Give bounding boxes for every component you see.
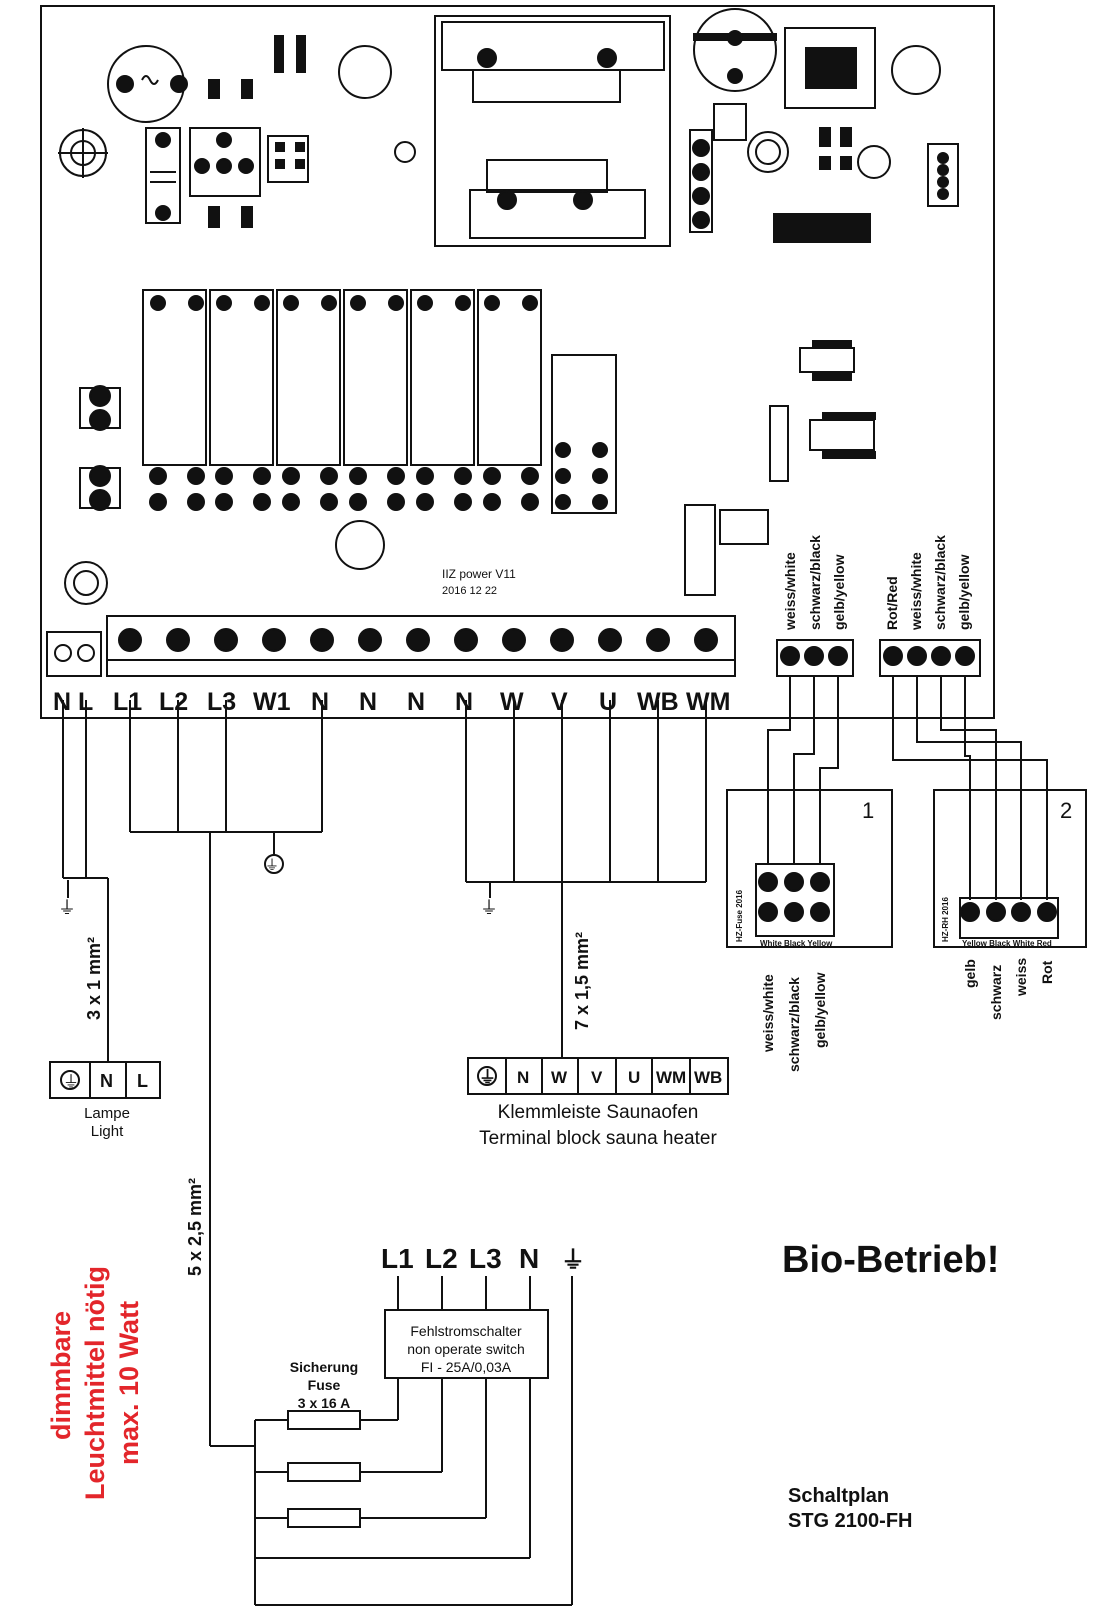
fuse-label: Sicherung — [290, 1359, 358, 1375]
supply-wiring — [129, 700, 573, 1606]
terminal-label: L3 — [207, 688, 236, 716]
upper-components — [58, 8, 959, 247]
connector1-wire-label: schwarz/black — [807, 535, 823, 630]
board-date: 2016 12 22 — [442, 585, 497, 597]
heater-terminal: W — [551, 1068, 568, 1087]
main-terminal-block — [46, 615, 736, 677]
plan-title: Schaltplan — [788, 1485, 889, 1507]
warning-line: dimmbare — [46, 1311, 76, 1440]
lamp-label-en: Light — [91, 1123, 124, 1140]
sensor1-wire-label: schwarz/black — [786, 977, 802, 1072]
lamp-cable-label: 3 x 1 mm² — [84, 937, 104, 1020]
heater-cable-label: 7 x 1,5 mm² — [572, 932, 592, 1030]
pcb-outline — [40, 5, 995, 719]
fuse-label: Fuse — [308, 1377, 341, 1393]
lamp-terminal-ground: ⏚ — [63, 1073, 79, 1091]
terminal-label: L — [78, 688, 93, 716]
rcd-label: non operate switch — [407, 1341, 525, 1357]
terminal-label: WM — [686, 688, 730, 716]
sensor2-board-label: HZ-RH 2016 — [941, 897, 950, 942]
warning-line: Leuchtmittel nötig — [80, 1266, 110, 1500]
supply-terminal: ⏚ — [561, 1247, 585, 1274]
sensor1-board-label: HZ-Fuse 2016 — [735, 889, 744, 942]
lamp-terminal-l: L — [137, 1071, 148, 1091]
relay-bank — [64, 289, 875, 605]
ground-symbol-heater: ⏚ — [480, 898, 498, 918]
supply-terminal: L3 — [469, 1243, 502, 1274]
sensor2-wire-label: gelb — [962, 959, 978, 988]
heater-label-de: Klemmleiste Saunaofen — [498, 1102, 699, 1123]
lamp-wiring — [49, 700, 161, 1099]
terminal-label: N — [311, 688, 329, 716]
sensor2-number: 2 — [1060, 798, 1072, 823]
sensor2-pin-legend: Yellow Black White Red — [962, 939, 1052, 948]
heater-wiring — [465, 700, 729, 1095]
connector2-wire-label: gelb/yellow — [956, 554, 972, 630]
heater-label-en: Terminal block sauna heater — [479, 1128, 717, 1149]
connector1-wire-label: gelb/yellow — [831, 554, 847, 630]
ground-symbol-lamp: ⏚ — [58, 898, 76, 918]
supply-terminal: L1 — [381, 1243, 414, 1274]
terminal-label: W1 — [253, 688, 291, 716]
supply-terminal: L2 — [425, 1243, 458, 1274]
heater-terminal: V — [591, 1068, 603, 1087]
heater-terminal: WB — [694, 1068, 722, 1087]
connector2-wire-label: schwarz/black — [932, 535, 948, 630]
heater-terminal: N — [517, 1068, 529, 1087]
terminal-label: U — [599, 688, 617, 716]
connector2-wire-label: Rot/Red — [884, 576, 900, 630]
connector1-wire-label: weiss/white — [782, 552, 798, 631]
heater-terminal: ⏚ — [479, 1068, 496, 1087]
heater-terminal: WM — [656, 1068, 686, 1087]
connector2-housing — [879, 639, 981, 677]
sensor2-wire-label: Rot — [1039, 960, 1055, 984]
lamp-terminal-n: N — [100, 1071, 113, 1091]
sensor1-wiring — [726, 676, 893, 948]
connector2-wire-label: weiss/white — [908, 552, 924, 631]
terminal-label: N — [407, 688, 425, 716]
sensor2-wire-label: schwarz — [988, 965, 1004, 1020]
terminal-label: L1 — [113, 688, 142, 716]
terminal-label: N — [359, 688, 377, 716]
plan-model: STG 2100-FH — [788, 1510, 912, 1532]
ground-symbol-supply: ⏚ — [265, 857, 279, 873]
lamp-label-de: Lampe — [84, 1105, 130, 1122]
relay-contacts — [149, 295, 876, 511]
heater-terminal: U — [628, 1068, 640, 1087]
sensor2-wiring — [892, 676, 1087, 948]
sensor1-wire-label: weiss/white — [760, 974, 776, 1053]
rcd-label: Fehlstromschalter — [410, 1323, 522, 1339]
warning-line: max. 10 Watt — [114, 1301, 144, 1465]
terminal-label: N — [455, 688, 473, 716]
supply-cable-label: 5 x 2,5 mm² — [185, 1178, 205, 1276]
fuse-label: 3 x 16 A — [298, 1395, 350, 1411]
terminal-label: V — [551, 688, 568, 716]
sensor1-number: 1 — [862, 798, 874, 823]
terminal-label: W — [500, 688, 524, 716]
board-label: IIZ power V11 — [442, 567, 516, 581]
warning-note: dimmbare Leuchtmittel nötig max. 10 Watt — [46, 1266, 144, 1500]
sensor1-wire-label: gelb/yellow — [812, 972, 828, 1048]
rcd-label: FI - 25A/0,03A — [421, 1359, 512, 1375]
terminal-label: WB — [637, 688, 679, 716]
supply-terminal: N — [519, 1243, 539, 1274]
sensor1-pin-legend: White Black Yellow — [760, 939, 833, 948]
terminal-label: N — [53, 688, 71, 716]
mode-title: Bio-Betrieb! — [782, 1239, 999, 1281]
terminal-label: L2 — [159, 688, 188, 716]
sensor2-wire-label: weiss — [1013, 958, 1029, 997]
